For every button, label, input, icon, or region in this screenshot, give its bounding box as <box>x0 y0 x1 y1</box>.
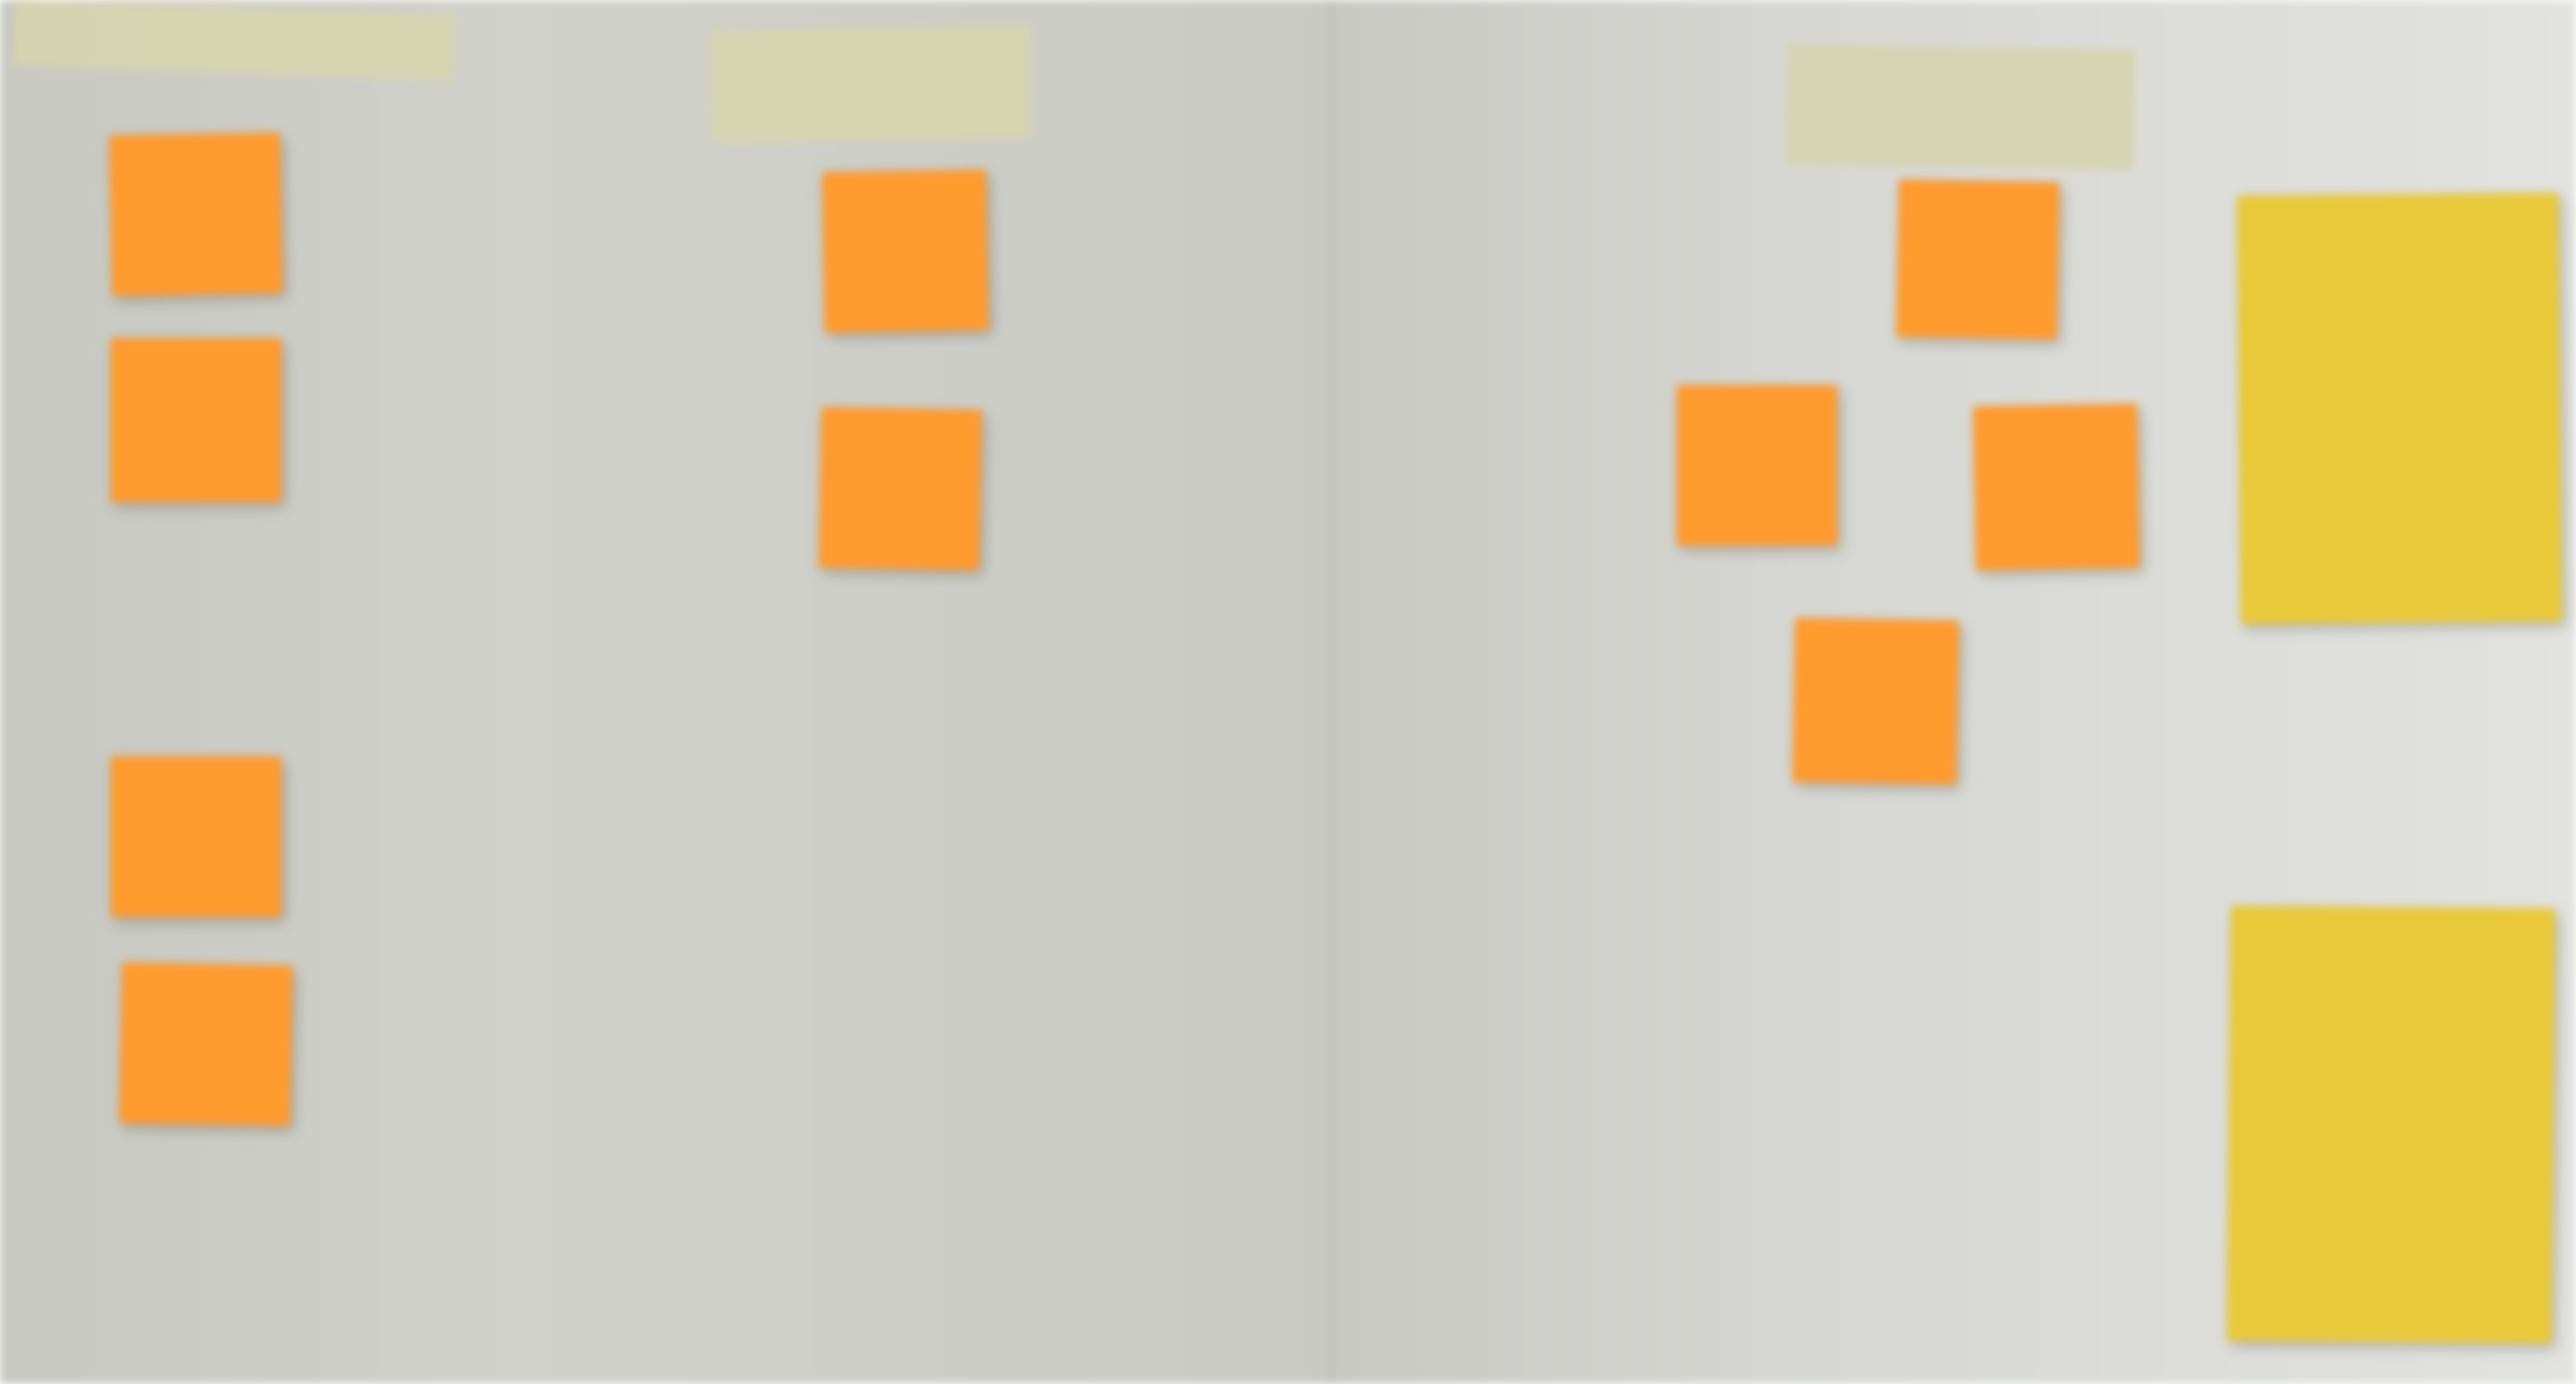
sticky-note[interactable] <box>110 338 281 502</box>
column-header-tape-2 <box>708 23 1032 144</box>
sticky-note[interactable] <box>1792 617 1960 785</box>
sticky-note[interactable] <box>1972 403 2140 571</box>
sticky-note[interactable] <box>1677 385 1837 545</box>
sticky-note-large[interactable] <box>2237 192 2562 624</box>
sticky-note-large[interactable] <box>2227 905 2555 1344</box>
sticky-note[interactable] <box>108 132 283 296</box>
column-header-tape-3 <box>1786 44 2136 171</box>
sticky-note[interactable] <box>821 169 989 333</box>
sticky-note[interactable] <box>1895 179 2060 340</box>
sticky-note[interactable] <box>118 962 293 1126</box>
sticky-note[interactable] <box>110 756 281 917</box>
column-header-tape-1 <box>12 0 456 82</box>
sticky-note[interactable] <box>818 406 982 571</box>
paper-seam <box>1328 0 1334 1384</box>
